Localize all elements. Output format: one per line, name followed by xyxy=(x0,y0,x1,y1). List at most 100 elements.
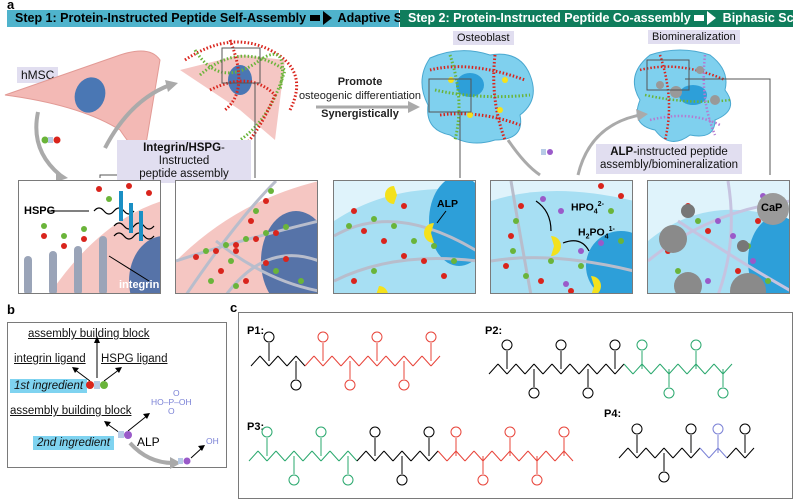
integrin-hspg-caption: Integrin/HSPG-Instructed peptide assembl… xyxy=(117,140,251,183)
backbone-bond xyxy=(367,355,378,367)
backbone-bond xyxy=(563,450,574,462)
backbone-bond xyxy=(681,447,692,459)
backbone-bond xyxy=(482,450,493,462)
side-chain-group xyxy=(582,387,594,399)
backbone-bond xyxy=(717,447,728,459)
backbone-bond xyxy=(735,447,746,459)
backbone-bond xyxy=(488,363,499,375)
backbone-bond xyxy=(554,450,565,462)
backbone-bond xyxy=(394,355,405,367)
backbone-bond xyxy=(614,363,625,375)
backbone-bond xyxy=(641,363,652,375)
promote-line1: Promote xyxy=(337,76,383,88)
backbone-bond xyxy=(257,450,268,462)
backbone-bond xyxy=(293,450,304,462)
arrow-right-icon xyxy=(694,10,719,25)
phosphate-group: O HO–P–OH O xyxy=(151,388,192,416)
panel-label-a: a xyxy=(7,0,15,12)
backbone-bond xyxy=(430,355,441,367)
backbone-bond xyxy=(329,450,340,462)
hpo4-label: HPO42- xyxy=(571,201,604,216)
backbone-bond xyxy=(690,447,701,459)
peptide-structures xyxy=(248,331,755,486)
backbone-bond xyxy=(518,450,529,462)
caption-bold: ALP xyxy=(610,146,634,158)
green-bead xyxy=(100,381,108,389)
side-chain-group xyxy=(477,474,489,486)
assembly-building-block-1: assembly building block xyxy=(28,328,150,340)
backbone-bond xyxy=(491,450,502,462)
backbone-bond xyxy=(663,447,674,459)
backbone-bond xyxy=(340,355,351,367)
alp-caption: ALP-instructed peptide assembly/biominer… xyxy=(596,144,742,174)
side-chain-group xyxy=(631,423,643,435)
side-chain-group xyxy=(712,423,724,435)
backbone-bond xyxy=(659,363,670,375)
backbone-bond xyxy=(695,363,706,375)
side-chain-group xyxy=(261,426,273,438)
backbone-bond xyxy=(412,355,423,367)
backbone-bond xyxy=(358,355,369,367)
backbone-bond xyxy=(509,450,520,462)
step2-result: Biphasic Scaffold xyxy=(722,11,800,25)
assembly-building-block-2: assembly building block xyxy=(10,405,132,417)
osteoblast-label: Osteoblast xyxy=(453,31,514,45)
backbone-bond xyxy=(376,355,387,367)
backbone-bond xyxy=(587,363,598,375)
arrow-curve xyxy=(34,111,62,177)
backbone-bond xyxy=(419,450,430,462)
alp-label: ALP xyxy=(437,198,458,210)
side-chain-group xyxy=(690,339,702,351)
zoom-panel-4: HPO42- H2PO41- xyxy=(490,180,633,294)
backbone-bond xyxy=(428,450,439,462)
backbone-bond xyxy=(654,447,665,459)
backbone-bond xyxy=(311,450,322,462)
backbone-bond xyxy=(266,450,277,462)
side-chain-group xyxy=(685,423,697,435)
side-chain-group xyxy=(450,426,462,438)
side-chain-group xyxy=(423,426,435,438)
integrin-label: integrin xyxy=(119,279,160,291)
side-chain-group xyxy=(558,426,570,438)
backbone-bond xyxy=(722,363,733,375)
backbone-bond xyxy=(284,450,295,462)
side-chain-group xyxy=(425,331,437,343)
backbone-bond xyxy=(464,450,475,462)
backbone-bond xyxy=(322,355,333,367)
step1-title: Step 1: Protein-Instructed Peptide Self-… xyxy=(15,11,307,25)
backbone-bond xyxy=(744,447,755,459)
backbone-bond xyxy=(313,355,324,367)
promote-line2: osteogenic differentiation xyxy=(298,90,422,102)
backbone-bond xyxy=(473,450,484,462)
backbone-bond xyxy=(410,450,421,462)
promote-line3: Synergistically xyxy=(321,108,399,120)
side-chain-group xyxy=(739,423,751,435)
backbone-bond xyxy=(596,363,607,375)
backbone-bond xyxy=(277,355,288,367)
side-chain-group xyxy=(501,339,513,351)
backbone-bond xyxy=(627,447,638,459)
backbone-bond xyxy=(302,450,313,462)
green-bead xyxy=(41,136,49,144)
backbone-bond xyxy=(686,363,697,375)
side-chain-group xyxy=(636,339,648,351)
backbone-bond xyxy=(500,450,511,462)
p4-label: P4: xyxy=(604,408,622,420)
backbone-bond xyxy=(403,355,414,367)
zoom-region xyxy=(221,47,261,84)
backbone-bond xyxy=(605,363,616,375)
backbone-bond xyxy=(365,450,376,462)
backbone-bond xyxy=(401,450,412,462)
backbone-bond xyxy=(392,450,403,462)
red-bead xyxy=(86,381,94,389)
zoom-panel-3: ALP xyxy=(333,180,476,294)
backbone-bond xyxy=(650,363,661,375)
backbone-bond xyxy=(286,355,297,367)
backbone-bond xyxy=(527,450,538,462)
backbone-bond xyxy=(536,450,547,462)
alp-enzyme xyxy=(385,186,397,204)
panel-b-box: assembly building block integrin ligand … xyxy=(7,322,227,469)
backbone-bond xyxy=(677,363,688,375)
side-chain-group xyxy=(371,331,383,343)
h2po4-label: H2PO41- xyxy=(578,226,615,241)
